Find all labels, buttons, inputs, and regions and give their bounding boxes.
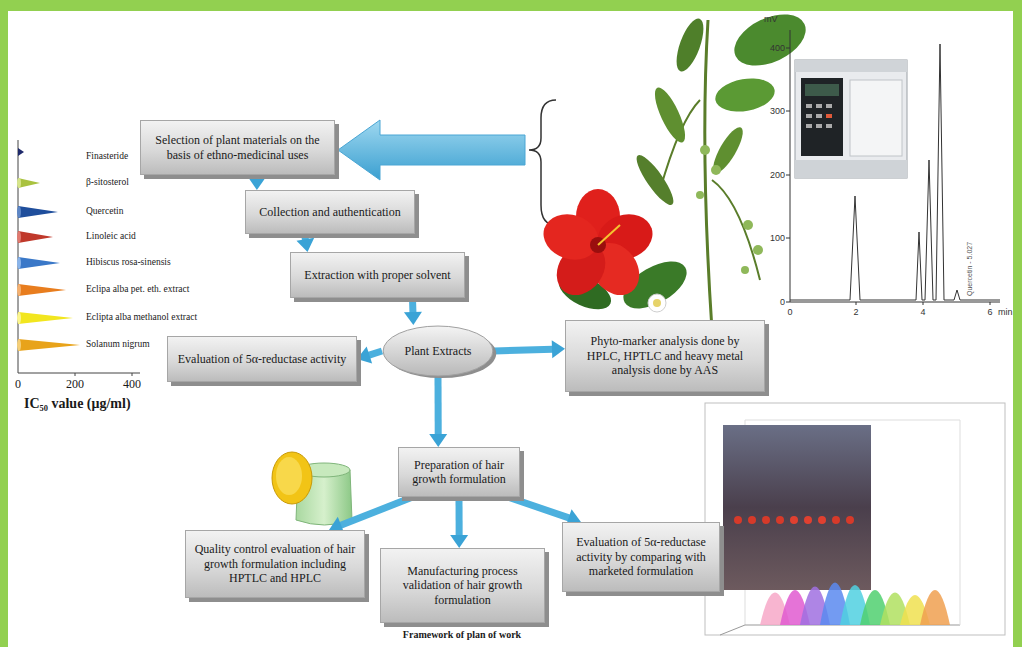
legend-item-label: Solanum nigrum xyxy=(86,339,150,350)
chromatogram-label: Quercetin - 5.027 xyxy=(966,242,974,296)
node-text: Phyto-marker analysis done by HPLC, HPTL… xyxy=(574,334,756,377)
frame-bar xyxy=(1013,0,1022,647)
legend-item-label: Hibiscus rosa-sinensis xyxy=(86,257,171,268)
chromatogram-label: 400 xyxy=(770,43,785,53)
process-ellipse: Plant Extracts xyxy=(382,325,494,377)
chromatogram-label: 6 xyxy=(987,307,992,317)
bracket xyxy=(529,100,556,225)
axis-label: 200 xyxy=(66,378,84,392)
process-box: Selection of plant materials on the basi… xyxy=(140,120,335,175)
process-box: Collection and authentication xyxy=(245,190,415,234)
node-text: Collection and authentication xyxy=(259,205,400,219)
node-text: Quality control evaluation of hair growt… xyxy=(194,542,356,585)
flow-arrow xyxy=(248,175,266,190)
cream-jar xyxy=(272,452,352,525)
process-box: Evaluation of 5α-reductase activity by c… xyxy=(562,522,720,592)
axis-label: 400 xyxy=(123,378,141,392)
process-box: Evaluation of 5α-reductase activity xyxy=(167,336,357,382)
process-box: Preparation of hair growth formulation xyxy=(398,447,520,497)
input-arrow xyxy=(338,120,525,180)
plant-illustration xyxy=(538,4,814,330)
flow-arrow xyxy=(404,298,422,325)
flow-arrow xyxy=(429,377,447,447)
flow-arrow xyxy=(296,234,314,252)
legend-item-label: Eclipta alba methanol extract xyxy=(86,312,197,323)
node-text: Manufacturing process validation of hair… xyxy=(389,564,536,607)
flow-arrow xyxy=(329,497,413,534)
chromatogram xyxy=(786,30,1000,305)
chromatogram-label: 2 xyxy=(853,307,858,317)
process-box: Phyto-marker analysis done by HPLC, HPTL… xyxy=(565,320,765,392)
chromatogram-label: mV xyxy=(764,14,778,24)
process-box: Extraction with proper solvent xyxy=(290,252,465,298)
legend-item-label: Finasteride xyxy=(86,151,128,162)
legend-item-label: Eclipa alba pet. eth. extract xyxy=(86,284,189,295)
legend-item-label: β-sitosterol xyxy=(86,177,129,188)
axis-label: IC₅₀ value (μg/ml) xyxy=(24,396,131,412)
chromatogram-label: 100 xyxy=(770,233,785,243)
legend-item-label: Linoleic acid xyxy=(86,231,136,242)
node-text: Extraction with proper solvent xyxy=(304,268,450,282)
hptlc-plot xyxy=(705,403,1005,635)
node-text: Selection of plant materials on the basi… xyxy=(149,133,326,162)
node-text: Preparation of hair growth formulation xyxy=(407,458,511,487)
flow-arrow xyxy=(450,497,468,548)
axis-label: 0 xyxy=(15,378,21,392)
node-text: Evaluation of 5α-reductase activity by c… xyxy=(571,535,711,578)
legend-item-label: Quercetin xyxy=(86,206,123,217)
process-box: Quality control evaluation of hair growt… xyxy=(185,530,365,598)
node-text: Plant Extracts xyxy=(405,344,472,358)
chromatogram-label: 0 xyxy=(780,297,785,307)
node-text: Evaluation of 5α-reductase activity xyxy=(178,352,347,366)
chromatogram-label: 300 xyxy=(770,106,785,116)
chromatogram-label: min xyxy=(998,307,1013,317)
frame-bar xyxy=(0,0,8,647)
flow-arrow xyxy=(494,340,565,358)
chromatogram-label: 200 xyxy=(770,170,785,180)
process-box: Manufacturing process validation of hair… xyxy=(380,548,545,623)
frame-bar xyxy=(0,0,1022,11)
caption: Framework of plan of work xyxy=(403,629,521,640)
chromatogram-label: 0 xyxy=(787,307,792,317)
chromatogram-label: 4 xyxy=(920,307,925,317)
flow-arrow xyxy=(357,346,382,363)
hplc-instrument xyxy=(795,60,907,178)
